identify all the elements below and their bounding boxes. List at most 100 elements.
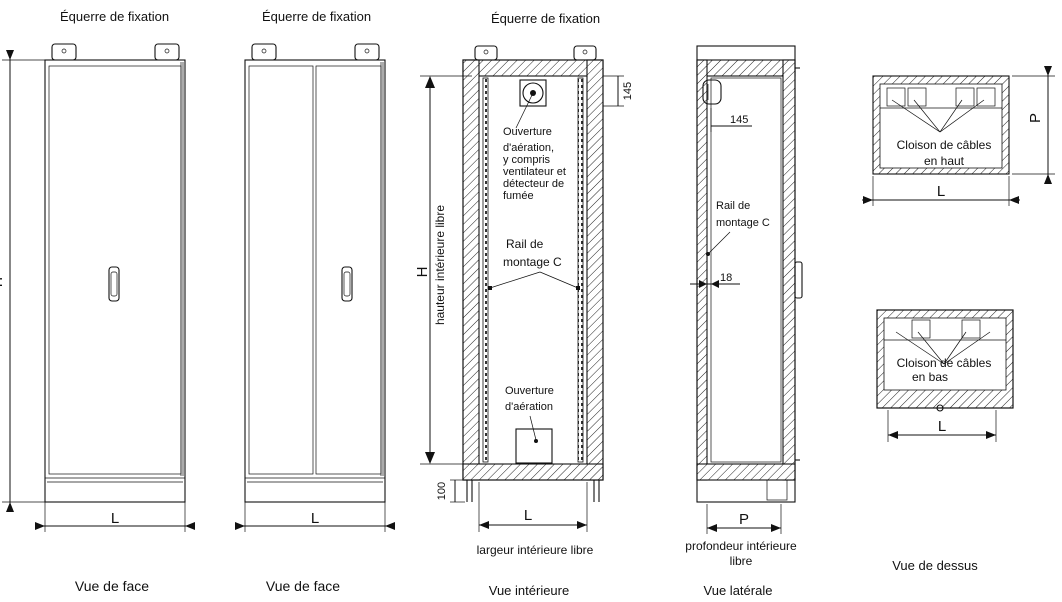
cable-top-label-2: en haut [924,154,965,168]
arrow [577,521,587,529]
bottom-width-label: L [938,418,946,435]
arrow [35,522,45,530]
top-view: Cloison de câbles en haut P L Cloison de… [862,66,1055,573]
side-dim-18-label: 18 [720,272,732,284]
cable-bottom-label-1: Cloison de câbles [897,356,992,370]
bracket-hole [582,49,588,55]
vent-marker [534,439,538,443]
arrow [6,50,14,60]
arrow [707,524,717,532]
vent-opening [515,428,553,464]
rail-marker [706,252,710,256]
bracket-hole [261,48,267,54]
top-wall [462,59,604,77]
leader-line [939,99,963,133]
cabinet-outline [462,59,604,481]
side-plinth-block [766,479,788,501]
side-handle [794,261,803,299]
bracket-hole [483,49,489,55]
arrow [1009,196,1019,204]
fixing-bracket [573,45,597,61]
vent-fan-text-3: y compris [503,154,551,166]
width-label: L [111,510,119,527]
cable-top-label-1: Cloison de câbles [897,138,992,152]
arrow [711,280,719,288]
caption-front-1: Vue de face [75,578,149,594]
bracket-label-3: Équerre de fixation [491,11,600,26]
mounting-rail-right [577,77,584,463]
arrow [185,522,195,530]
rail-text-1: Rail de [506,237,544,251]
cable-bottom-label-2: en bas [912,370,948,384]
rail-marker [576,286,580,290]
inner-height-label: hauteur intérieure libre [433,205,447,325]
door-handle-grip [343,271,351,297]
vent-fan-text-2: d'aération, [503,142,554,154]
door-handle [108,266,120,302]
top-view-top-inner [879,83,1003,169]
depth-p-label: P [739,511,749,528]
door-handle [341,266,353,302]
bottom-wall [462,463,604,481]
cabinet-door-left [248,65,314,475]
caption-side: Vue latérale [704,583,773,598]
inner-depth-label-2: libre [730,554,753,568]
fixing-bracket [474,45,498,61]
fixing-bracket [154,43,180,61]
side-top-wall [696,59,796,77]
leader-line [917,331,945,365]
arrow [479,521,489,529]
leader-line [943,331,991,365]
side-rail-text-1: Rail de [716,200,750,212]
side-view: 145 Rail de montage C 18 P profondeur in… [685,45,803,598]
cabinet-body [244,59,386,503]
fixing-bracket [354,43,380,61]
arrow [1044,174,1052,184]
cable-entry [886,87,906,107]
leader-line [707,231,731,255]
width-label: L [311,510,319,527]
caption-interior: Vue intérieure [489,583,569,598]
bracket-hole [164,48,170,54]
right-wall [586,59,604,481]
leader-line [895,331,945,365]
side-dim-145-label: 145 [730,114,748,126]
fixing-bracket [51,43,77,61]
arrow [235,522,245,530]
side-bottom-wall [696,463,796,481]
side-back-wall [782,59,796,481]
cabinet-door [48,65,182,475]
leader-line [539,271,579,289]
fan-icon [522,82,544,104]
fixing-bracket [251,43,277,61]
front-view-1: Équerre de fixation H L Vue de face [0,9,195,594]
cabinet-door-right [315,65,382,475]
inner-width-label: largeur intérieure libre [477,543,594,557]
lock-point [936,404,944,412]
rail-text-2: montage C [503,255,562,269]
front-view-2: Équerre de fixation L Vue de face [235,9,395,594]
side-fan-icon [702,79,722,105]
inner-depth-label-1: profondeur intérieure [685,539,797,553]
vent-fan-text-6: fumée [503,190,534,202]
height-label: H [0,277,5,287]
rail-marker [488,286,492,290]
fan-housing [519,79,547,107]
side-rail-text-2: montage C [716,217,770,229]
cable-entry [911,319,931,339]
inner-height-h-label: H [414,267,431,278]
arrow [699,280,707,288]
arrow [6,502,14,512]
side-inner-space [710,77,782,463]
bracket-hole [61,48,67,54]
leader-line [515,92,534,129]
top-depth-label: P [1027,113,1044,123]
inner-width-l-label: L [524,507,532,524]
left-wall [462,59,480,481]
bracket-label-2: Équerre de fixation [262,9,371,24]
arrow [888,431,898,439]
vent-text-2: d'aération [505,401,553,413]
cabinet-body [44,59,186,503]
caption-top: Vue de dessus [892,558,978,573]
